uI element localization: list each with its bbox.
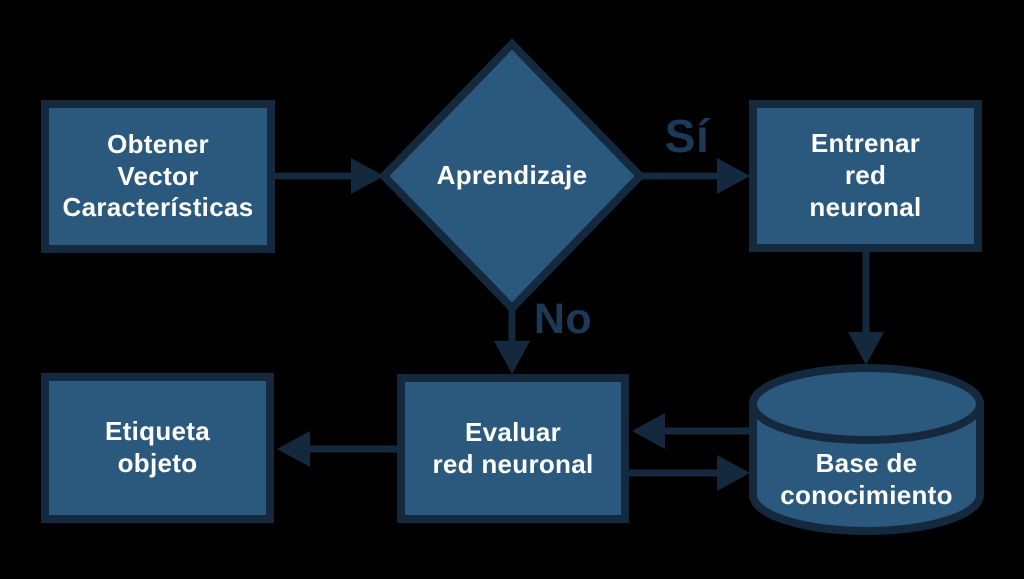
node-label-line: red neuronal [432,448,594,479]
node-label-line: red [844,160,887,191]
process-obtener-vector-caracteristicas: Obtener Vector Características [41,100,275,253]
node-label-line: Vector [117,160,199,191]
database-base-conocimiento-label: Base de conocimiento [749,432,984,528]
process-etiqueta-objeto: Etiqueta objeto [41,373,274,523]
database-base-conocimiento-shape [749,364,984,535]
node-label-line: Entrenar [810,128,921,159]
node-label-line: objeto [117,448,198,478]
node-label-line: Características [62,192,254,223]
node-label-line: Base de [815,448,918,479]
arrow-evaluar-to-etiqueta [277,431,397,467]
branch-label-no: No [533,295,593,343]
branch-label-si: Sí [664,110,710,162]
decision-aprendizaje-shape [378,38,646,314]
node-label-line: Aprendizaje [436,160,588,191]
arrow-evaluar-to-base [629,455,750,491]
node-label-line: neuronal [809,191,922,222]
process-entrenar-red-neuronal: Entrenar red neuronal [749,100,982,252]
arrow-obtener-to-aprendizaje [275,158,384,194]
node-label-line: Etiqueta [105,416,210,447]
arrow-aprendizaje-to-entrenar [636,158,750,194]
arrow-base-to-evaluar [632,413,752,449]
node-label-line: conocimiento [780,480,953,510]
decision-aprendizaje-label: Aprendizaje [384,146,640,206]
process-evaluar-red-neuronal: Evaluar red neuronal [397,374,629,523]
node-label-line: Evaluar [464,416,562,447]
node-label-line: Obtener [107,128,209,159]
arrow-entrenar-to-base [848,252,884,365]
